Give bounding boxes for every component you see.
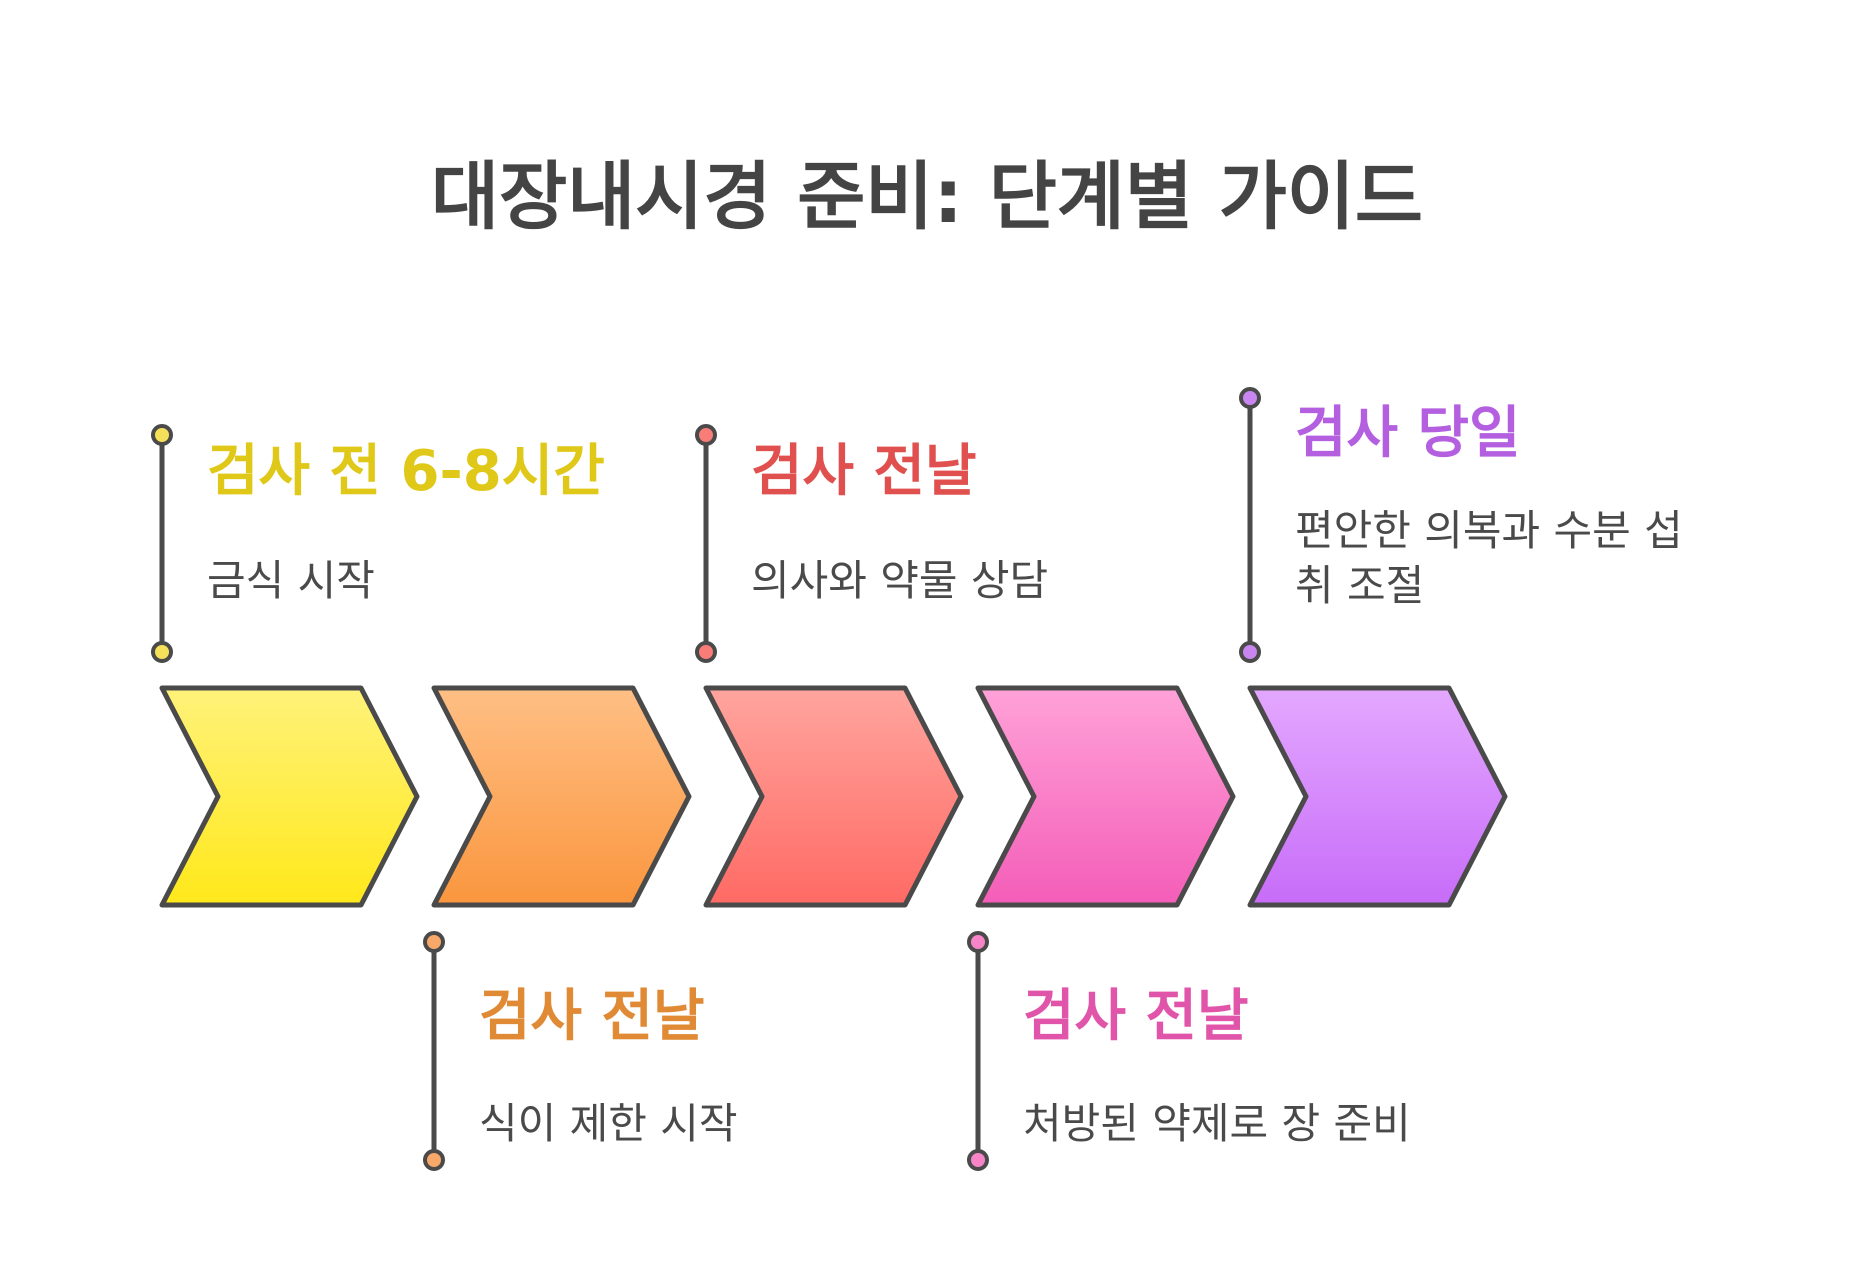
- step-heading: 검사 전날: [479, 984, 705, 1049]
- step-heading: 검사 당일: [1295, 401, 1521, 466]
- chevron-step-1: [159, 685, 420, 908]
- connector-dot-top: [423, 931, 445, 953]
- step-description: 금식 시작: [207, 556, 375, 605]
- step-heading: 검사 전날: [1023, 984, 1249, 1049]
- chevron-step-5: [1247, 685, 1508, 908]
- chevron-step-2: [431, 685, 692, 908]
- connector-dot-bottom: [695, 641, 717, 663]
- connector-dot-top: [151, 424, 173, 446]
- connector-dot-top: [695, 424, 717, 446]
- connector-dot-bottom: [151, 641, 173, 663]
- diagram-title: 대장내시경 준비: 단계별 가이드: [431, 154, 1423, 240]
- step-heading: 검사 전날: [751, 439, 977, 504]
- connector-dot-top: [967, 931, 989, 953]
- step-description: 편안한 의복과 수분 섭: [1295, 506, 1683, 555]
- chevron-step-4: [975, 685, 1236, 908]
- step-description: 취 조절: [1295, 561, 1424, 610]
- connector-dot-bottom: [423, 1149, 445, 1171]
- step-heading: 검사 전 6-8시간: [207, 439, 605, 504]
- connector-dot-bottom: [1239, 641, 1261, 663]
- step-description: 처방된 약제로 장 준비: [1023, 1099, 1411, 1148]
- connector-dot-bottom: [967, 1149, 989, 1171]
- step-description: 의사와 약물 상담: [751, 556, 1048, 605]
- step-description: 식이 제한 시작: [479, 1099, 738, 1148]
- chevron-step-3: [703, 685, 964, 908]
- chevron-row: [159, 685, 1508, 908]
- connector-dot-top: [1239, 387, 1261, 409]
